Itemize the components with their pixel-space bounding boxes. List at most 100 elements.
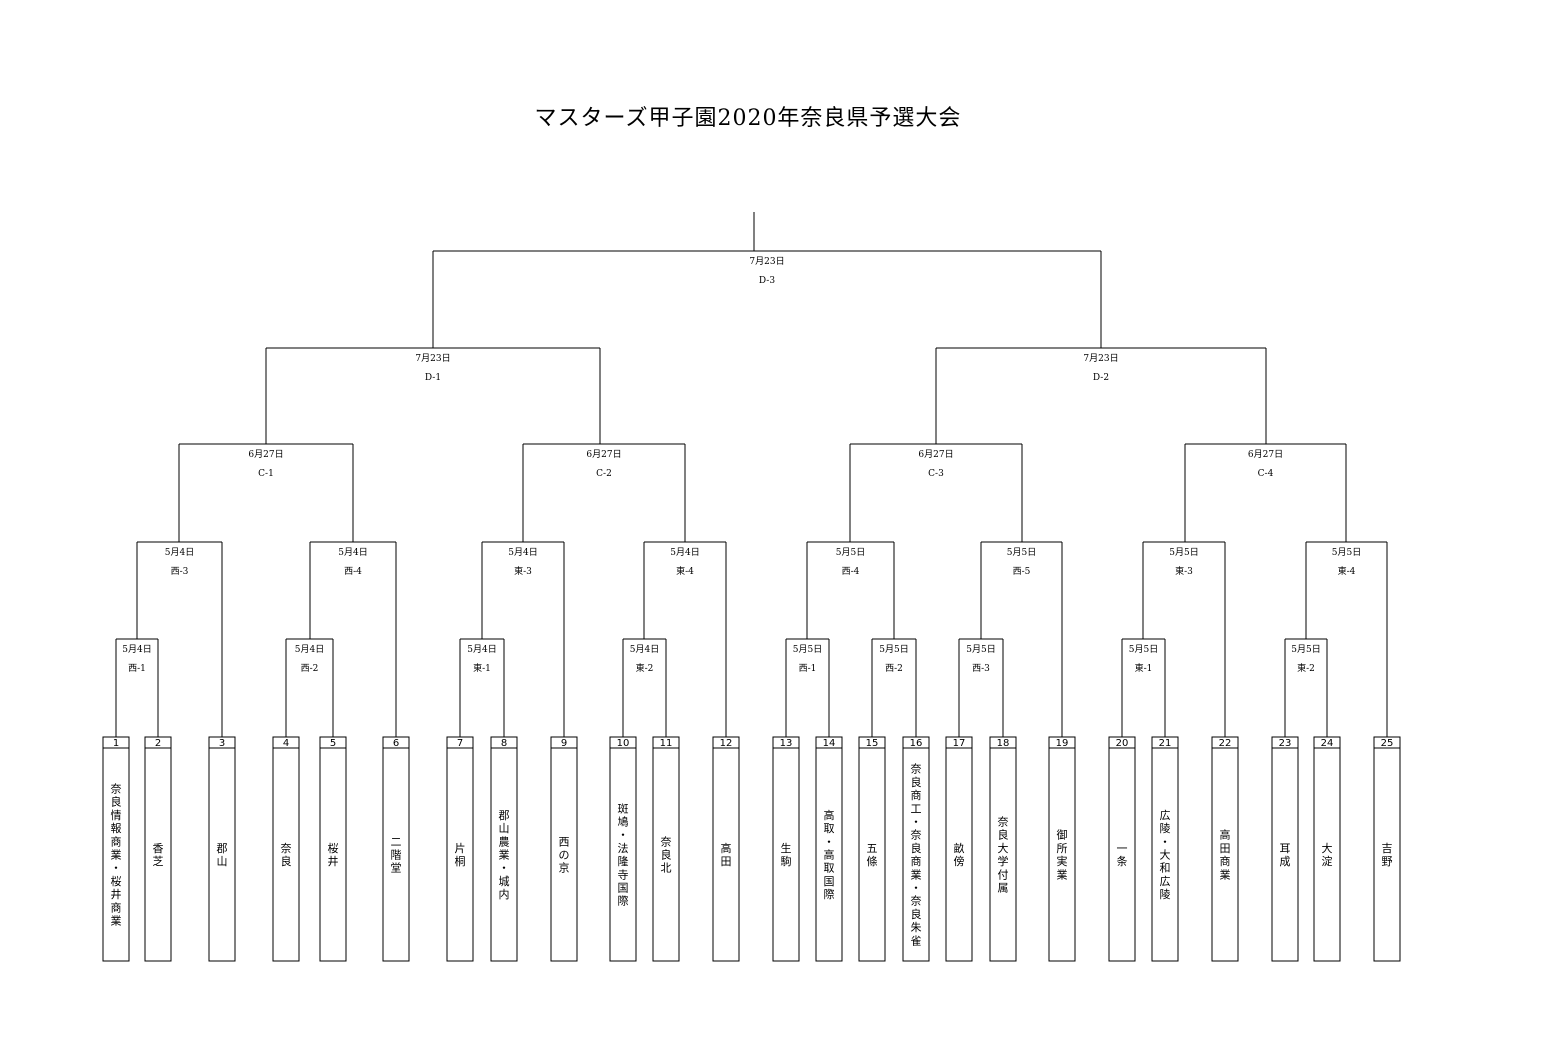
team-number: 5 <box>330 738 336 749</box>
team-name: 吉野 <box>1382 842 1393 868</box>
team-number: 1 <box>113 738 119 749</box>
team-name-cell <box>1313 747 1341 962</box>
team-number: 10 <box>617 738 630 749</box>
team-number: 23 <box>1279 738 1292 749</box>
match-code: D-3 <box>759 276 775 286</box>
team-name: 郡山 <box>217 842 228 868</box>
team-name-cell <box>319 747 347 962</box>
team-number: 6 <box>393 738 399 749</box>
match-code: 東-4 <box>1338 565 1356 577</box>
team-name: 西の京 <box>559 835 570 874</box>
team-box: 9 西の京 <box>550 736 578 962</box>
match-code: 西-5 <box>1013 566 1031 577</box>
team-name: 奈良商工・奈良商業・奈良朱雀 <box>911 762 922 948</box>
match-date: 5月4日 <box>338 547 367 558</box>
team-name: 高取・高取国際 <box>824 808 835 901</box>
match-date: 5月5日 <box>1291 644 1320 655</box>
match-code: 東-2 <box>636 662 654 674</box>
team-number: 19 <box>1056 738 1069 749</box>
team-name-cell <box>272 747 300 962</box>
team-name-cell <box>815 747 843 962</box>
team-name-cell <box>144 747 172 962</box>
team-number: 20 <box>1116 738 1129 749</box>
team-name-cell <box>1151 747 1179 962</box>
match-date: 5月4日 <box>670 547 699 558</box>
match-date: 5月4日 <box>630 644 659 655</box>
match-date: 5月4日 <box>165 547 194 558</box>
team-name: 生駒 <box>781 841 792 868</box>
match-date: 5月4日 <box>295 644 324 655</box>
team-number: 17 <box>953 738 966 749</box>
team-name: 五條 <box>867 842 878 868</box>
match-date: 5月4日 <box>122 644 151 655</box>
team-name-cell <box>1108 747 1136 962</box>
match-labels: 5月4日西-15月4日西-25月4日東-15月4日東-25月5日西-15月5日西… <box>122 256 1361 674</box>
team-number: 2 <box>155 738 161 749</box>
team-name: 奈良情報商業・桜井商業 <box>111 782 122 928</box>
match-date: 6月27日 <box>918 449 953 460</box>
match-date: 5月5日 <box>793 644 822 655</box>
team-number: 18 <box>997 738 1010 749</box>
team-number: 25 <box>1381 738 1394 749</box>
match-date: 6月27日 <box>248 449 283 460</box>
match-code: D-1 <box>425 373 441 383</box>
team-boxes: 1奈良情報商業・桜井商業2香芝3郡山4奈良5桜井6二階堂7片桐8郡山農業・城内9… <box>102 736 1401 962</box>
team-name-cell <box>902 747 930 962</box>
match-label: 6月27日 C-1 <box>248 449 283 479</box>
match-code: 西-2 <box>301 663 319 674</box>
team-name: 畝傍 <box>954 842 965 868</box>
team-box: 22 高田商業 <box>1211 736 1239 962</box>
team-box: 13 生駒 <box>772 736 800 962</box>
match-code: C-1 <box>258 469 274 479</box>
team-box: 23 耳成 <box>1271 736 1299 962</box>
team-name: 桜井 <box>328 841 339 868</box>
team-number: 7 <box>457 738 463 749</box>
match-code: 西-1 <box>128 663 146 674</box>
team-name: 奈良 <box>281 841 292 868</box>
match-code: 西-3 <box>171 566 189 577</box>
team-name: 高田商業 <box>1220 828 1231 882</box>
team-box: 1 奈良情報商業・桜井商業 <box>102 736 130 962</box>
team-name: 二階堂 <box>391 835 402 874</box>
match-code: C-4 <box>1258 469 1274 479</box>
team-number: 13 <box>780 738 793 749</box>
team-name: 耳成 <box>1280 842 1291 868</box>
match-date: 5月5日 <box>1007 547 1036 558</box>
match-date: 7月23日 <box>1083 353 1118 364</box>
match-code: 東-1 <box>473 662 491 674</box>
team-name: 奈良大学付属 <box>998 815 1009 895</box>
team-name-cell <box>1271 747 1299 962</box>
match-code: 西-3 <box>972 663 990 674</box>
team-number: 22 <box>1219 738 1232 749</box>
team-number: 9 <box>561 738 567 749</box>
page-title: マスターズ甲子園2020年奈良県予選大会 <box>534 106 962 131</box>
team-name-cell <box>1373 747 1401 962</box>
match-date: 5月5日 <box>836 547 865 558</box>
team-name-cell <box>945 747 973 962</box>
team-box: 18 奈良大学付属 <box>989 736 1017 962</box>
match-code: 東-4 <box>676 565 694 577</box>
match-date: 5月5日 <box>1332 547 1361 558</box>
